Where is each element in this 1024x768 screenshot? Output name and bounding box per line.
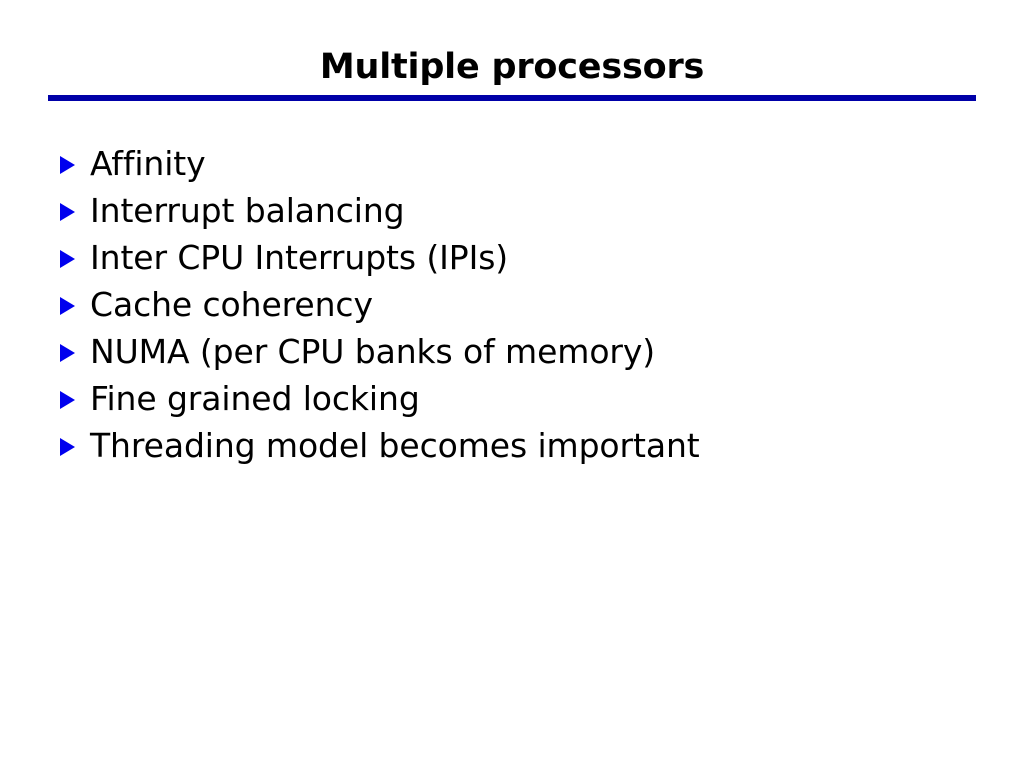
- list-item-label: Cache coherency: [90, 285, 373, 324]
- list-item: Interrupt balancing: [58, 187, 978, 234]
- list-item: Threading model becomes important: [58, 422, 978, 469]
- triangle-right-bullet-icon: [58, 187, 90, 234]
- list-item-label: Fine grained locking: [90, 379, 420, 418]
- triangle-right-bullet-icon: [58, 234, 90, 281]
- page-title: Multiple processors: [319, 47, 705, 87]
- triangle-right-bullet-icon: [58, 281, 90, 328]
- list-item: Fine grained locking: [58, 375, 978, 422]
- bullet-list: Affinity Interrupt balancing Inter CPU I…: [58, 140, 978, 469]
- list-item: Cache coherency: [58, 281, 978, 328]
- title-underline-rule: [48, 95, 976, 101]
- list-item-label: NUMA (per CPU banks of memory): [90, 332, 656, 371]
- list-item-label: Inter CPU Interrupts (IPIs): [90, 238, 509, 277]
- triangle-right-bullet-icon: [58, 140, 90, 187]
- list-item-label: Threading model becomes important: [90, 426, 700, 465]
- triangle-right-bullet-icon: [58, 328, 90, 375]
- list-item: Inter CPU Interrupts (IPIs): [58, 234, 978, 281]
- triangle-right-bullet-icon: [58, 375, 90, 422]
- list-item: Affinity: [58, 140, 978, 187]
- list-item: NUMA (per CPU banks of memory): [58, 328, 978, 375]
- list-item-label: Interrupt balancing: [90, 191, 405, 230]
- list-item-label: Affinity: [90, 144, 206, 183]
- triangle-right-bullet-icon: [58, 422, 90, 469]
